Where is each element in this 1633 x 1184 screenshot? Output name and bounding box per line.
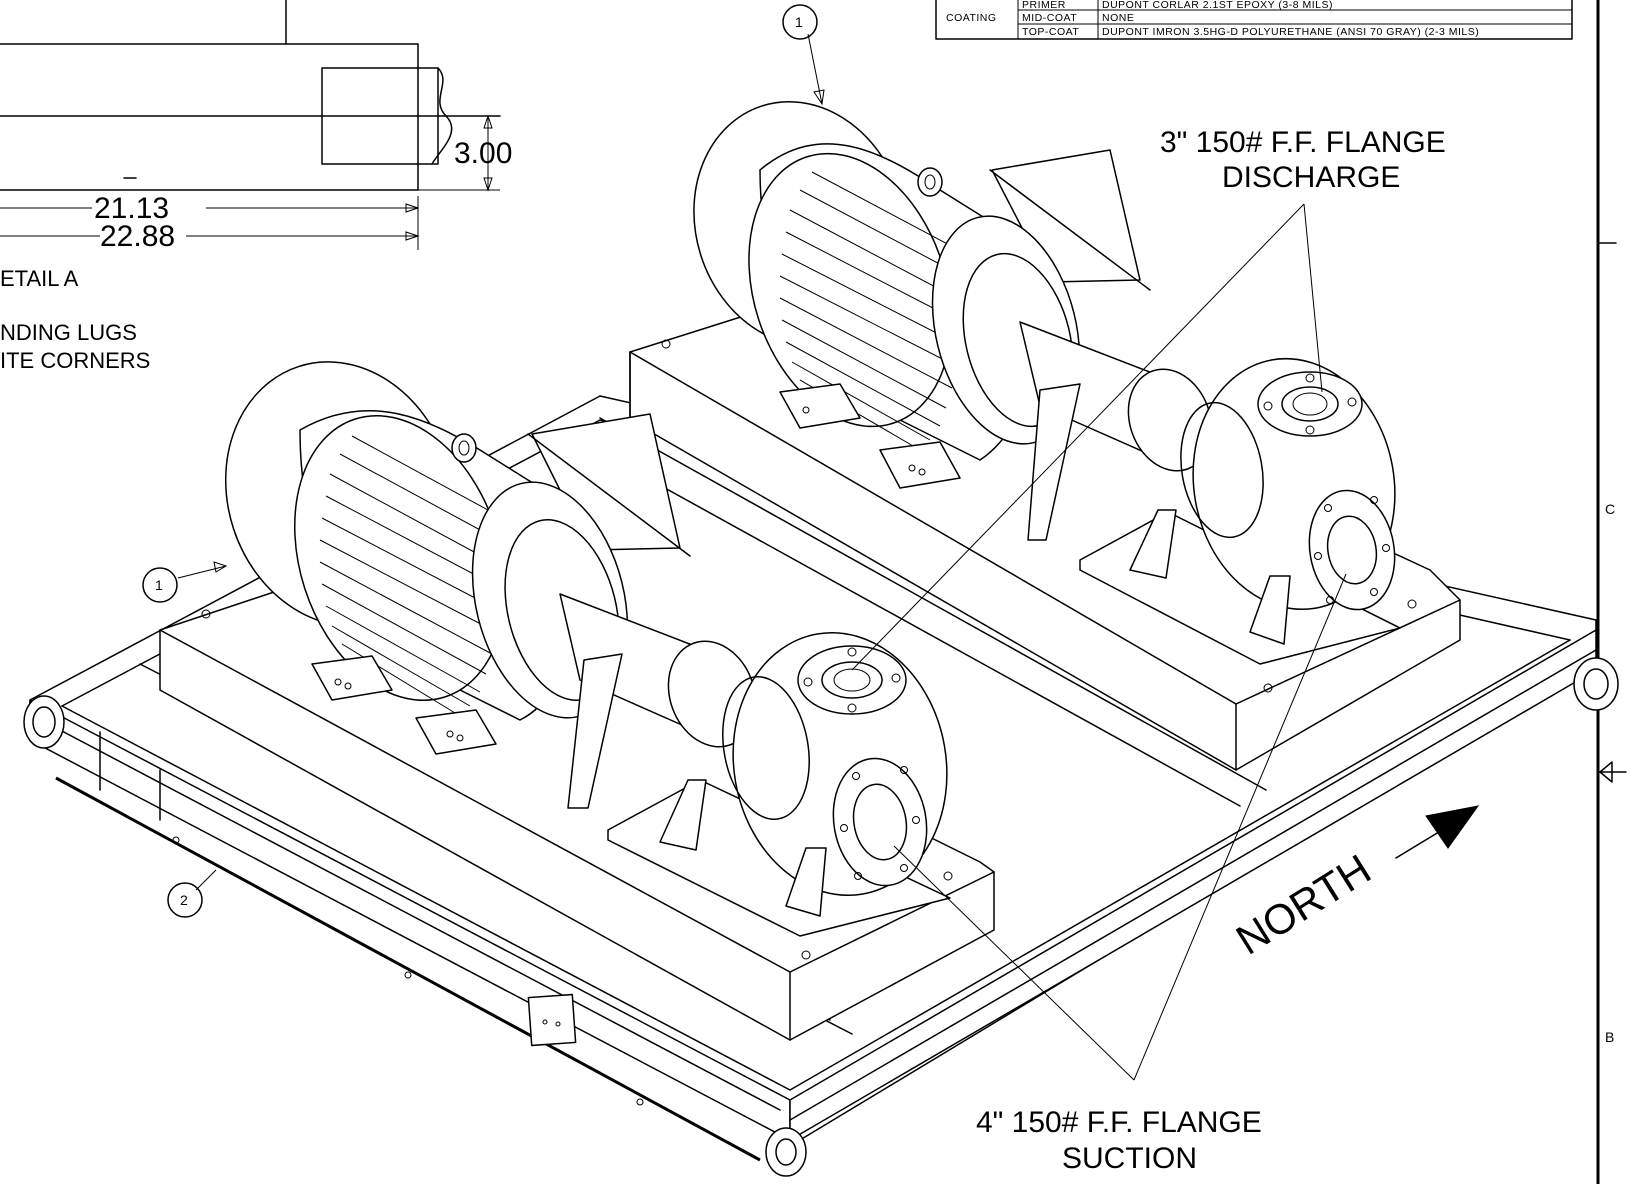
coating-row-primer-layer: PRIMER: [1022, 0, 1066, 11]
svg-text:1: 1: [155, 577, 163, 593]
suction-callout-line1: 4" 150# F.F. FLANGE: [976, 1106, 1262, 1139]
svg-text:1: 1: [795, 14, 803, 30]
front-pump: [607, 631, 951, 937]
svg-text:2: 2: [180, 892, 188, 908]
zone-b-label: B: [1605, 1029, 1614, 1045]
rear-motor: [693, 101, 1213, 541]
coating-row-topcoat-spec: DUPONT IMRON 3.5HG-D POLYURETHANE (ANSI …: [1102, 26, 1479, 38]
coating-row-midcoat-layer: MID-COAT: [1022, 12, 1077, 24]
coating-row-primer-spec: DUPONT CORLAR 2.1ST EPOXY (3-8 MILS): [1102, 0, 1333, 11]
suction-callout-line2: SUCTION: [1062, 1142, 1197, 1175]
detail-note-line2: ITE CORNERS: [0, 348, 150, 373]
rear-pump: [1079, 357, 1401, 665]
dimension-inner: 21.13: [94, 192, 169, 225]
coating-table: COATING PRIMER DUPONT CORLAR 2.1ST EPOXY…: [935, 0, 1573, 40]
detail-a: 3.00 21.13 22.88 ETAIL A NDING LUGS ITE …: [0, 0, 512, 373]
coating-row-midcoat-spec: NONE: [1102, 12, 1134, 24]
front-motor: [224, 361, 757, 809]
zone-c-label: C: [1605, 501, 1615, 517]
leader-lines: [177, 33, 1347, 1081]
sheet-border: C B: [1596, 0, 1627, 1184]
balloon-motor-rear: 1: [782, 4, 818, 40]
balloon-motor-front: 1: [142, 567, 178, 603]
dimension-height: 3.00: [454, 137, 512, 170]
balloon-skid: 2: [167, 882, 203, 918]
coating-row-topcoat-layer: TOP-COAT: [1022, 26, 1079, 38]
coating-section-label: COATING: [946, 12, 997, 24]
dimension-outer: 22.88: [100, 220, 175, 253]
discharge-callout-line1: 3" 150# F.F. FLANGE: [1160, 126, 1446, 159]
detail-title: ETAIL A: [0, 266, 79, 291]
discharge-callout-line2: DISCHARGE: [1222, 161, 1400, 194]
detail-note-line1: NDING LUGS: [0, 320, 137, 345]
